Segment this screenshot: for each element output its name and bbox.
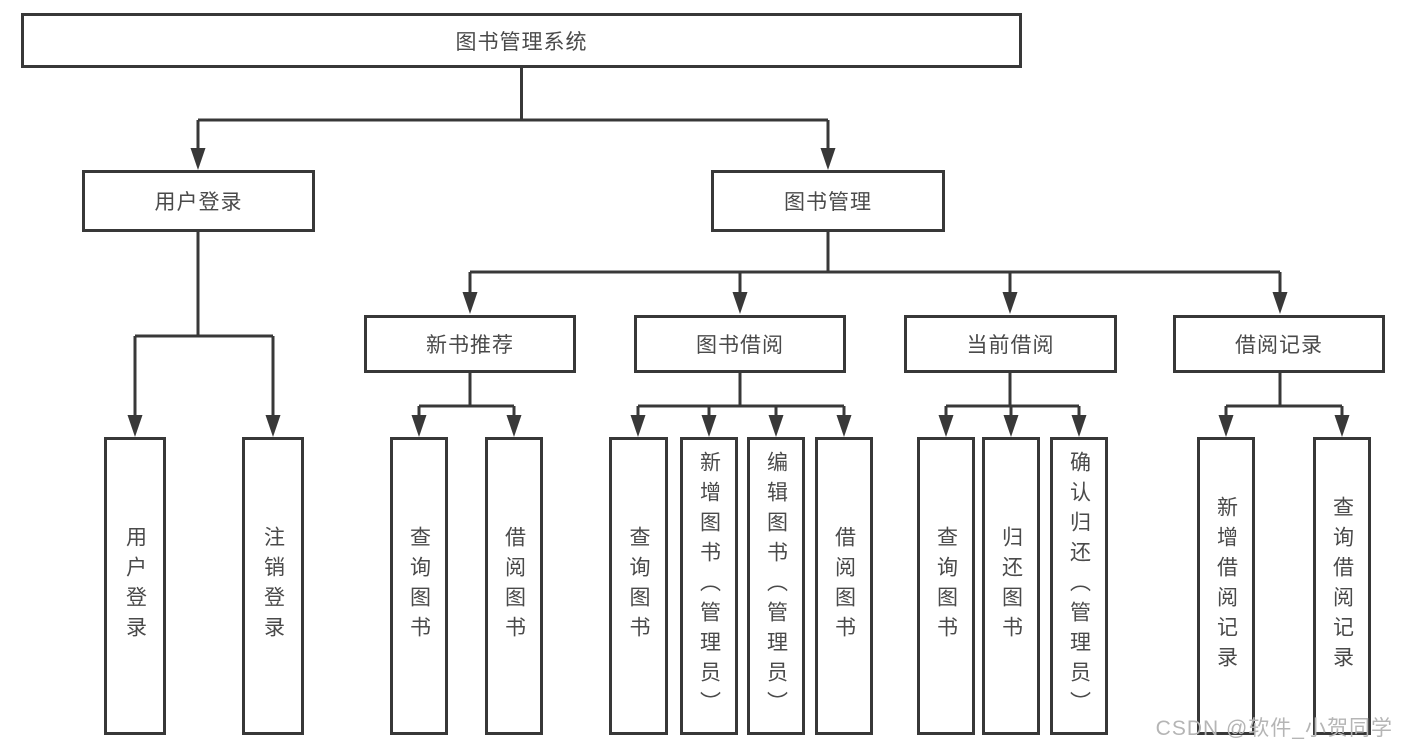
arrowhead (127, 415, 143, 437)
arrowhead (768, 415, 784, 437)
leaf-user-login: 用户登录 (104, 437, 166, 735)
arrowhead (1003, 415, 1019, 437)
arrowhead (1272, 292, 1288, 314)
arrowhead (1071, 415, 1087, 437)
arrowhead (820, 148, 836, 170)
arrowhead (938, 415, 954, 437)
leaf-return-books: 归还图书 (982, 437, 1040, 735)
leaf-edit-book-admin: 编辑图书（管理员） (747, 437, 805, 735)
leaf-logout: 注销登录 (242, 437, 304, 735)
leaf-query-borrow-record: 查询借阅记录 (1313, 437, 1371, 735)
leaf-borrow-books-recommend: 借阅图书 (485, 437, 543, 735)
arrowhead (1218, 415, 1234, 437)
leaf-query-books-current: 查询图书 (917, 437, 975, 735)
arrowhead (836, 415, 852, 437)
arrowhead (462, 292, 478, 314)
leaf-query-books-recommend: 查询图书 (390, 437, 448, 735)
arrowhead (265, 415, 281, 437)
node-borrow-records: 借阅记录 (1173, 315, 1385, 373)
tree-connector-path (133, 68, 1344, 419)
arrowhead (701, 415, 717, 437)
leaf-add-borrow-record: 新增借阅记录 (1197, 437, 1255, 735)
arrowhead (732, 292, 748, 314)
arrowhead (1002, 292, 1018, 314)
node-user-login: 用户登录 (82, 170, 315, 232)
leaf-borrow-books: 借阅图书 (815, 437, 873, 735)
leaf-confirm-return-admin: 确认归还（管理员） (1050, 437, 1108, 735)
arrowhead (190, 148, 206, 170)
arrowhead (630, 415, 646, 437)
node-library-system: 图书管理系统 (21, 13, 1022, 68)
leaf-add-book-admin: 新增图书（管理员） (680, 437, 738, 735)
node-new-book-recommend: 新书推荐 (364, 315, 576, 373)
csdn-watermark: CSDN @软件_小贺同学 (1155, 717, 1393, 740)
leaf-query-books-borrow: 查询图书 (609, 437, 668, 735)
arrowhead (506, 415, 522, 437)
arrowheads (127, 148, 1350, 437)
node-book-borrow: 图书借阅 (634, 315, 846, 373)
arrowhead (411, 415, 427, 437)
node-current-borrow: 当前借阅 (904, 315, 1117, 373)
node-book-management: 图书管理 (711, 170, 945, 232)
arrowhead (1334, 415, 1350, 437)
